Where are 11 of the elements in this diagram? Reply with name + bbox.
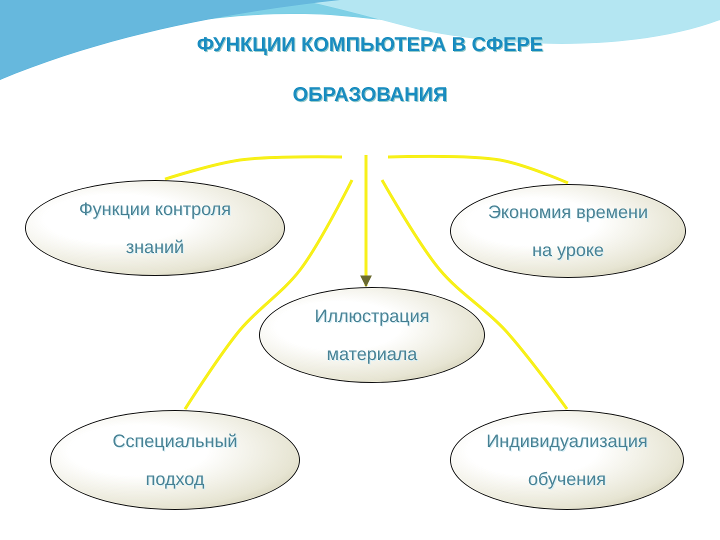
connector-line <box>360 155 372 288</box>
node-label: Экономия времени на уроке <box>486 201 650 262</box>
connector-line <box>184 179 354 410</box>
node-label: Индивидуализация обучения <box>485 430 649 491</box>
connector-line <box>164 155 342 181</box>
node-label: Функции контроля знаний <box>78 198 232 259</box>
node-label: Сспециальный подход <box>112 430 238 491</box>
node-label: Иллюстрация материала <box>314 305 430 366</box>
connector-line <box>380 179 568 410</box>
connector-line <box>388 154 569 184</box>
title: ФУНКЦИИ КОМПЬЮТЕРА В СФЕРЕ ОБРАЗОВАНИЯ <box>196 33 544 108</box>
